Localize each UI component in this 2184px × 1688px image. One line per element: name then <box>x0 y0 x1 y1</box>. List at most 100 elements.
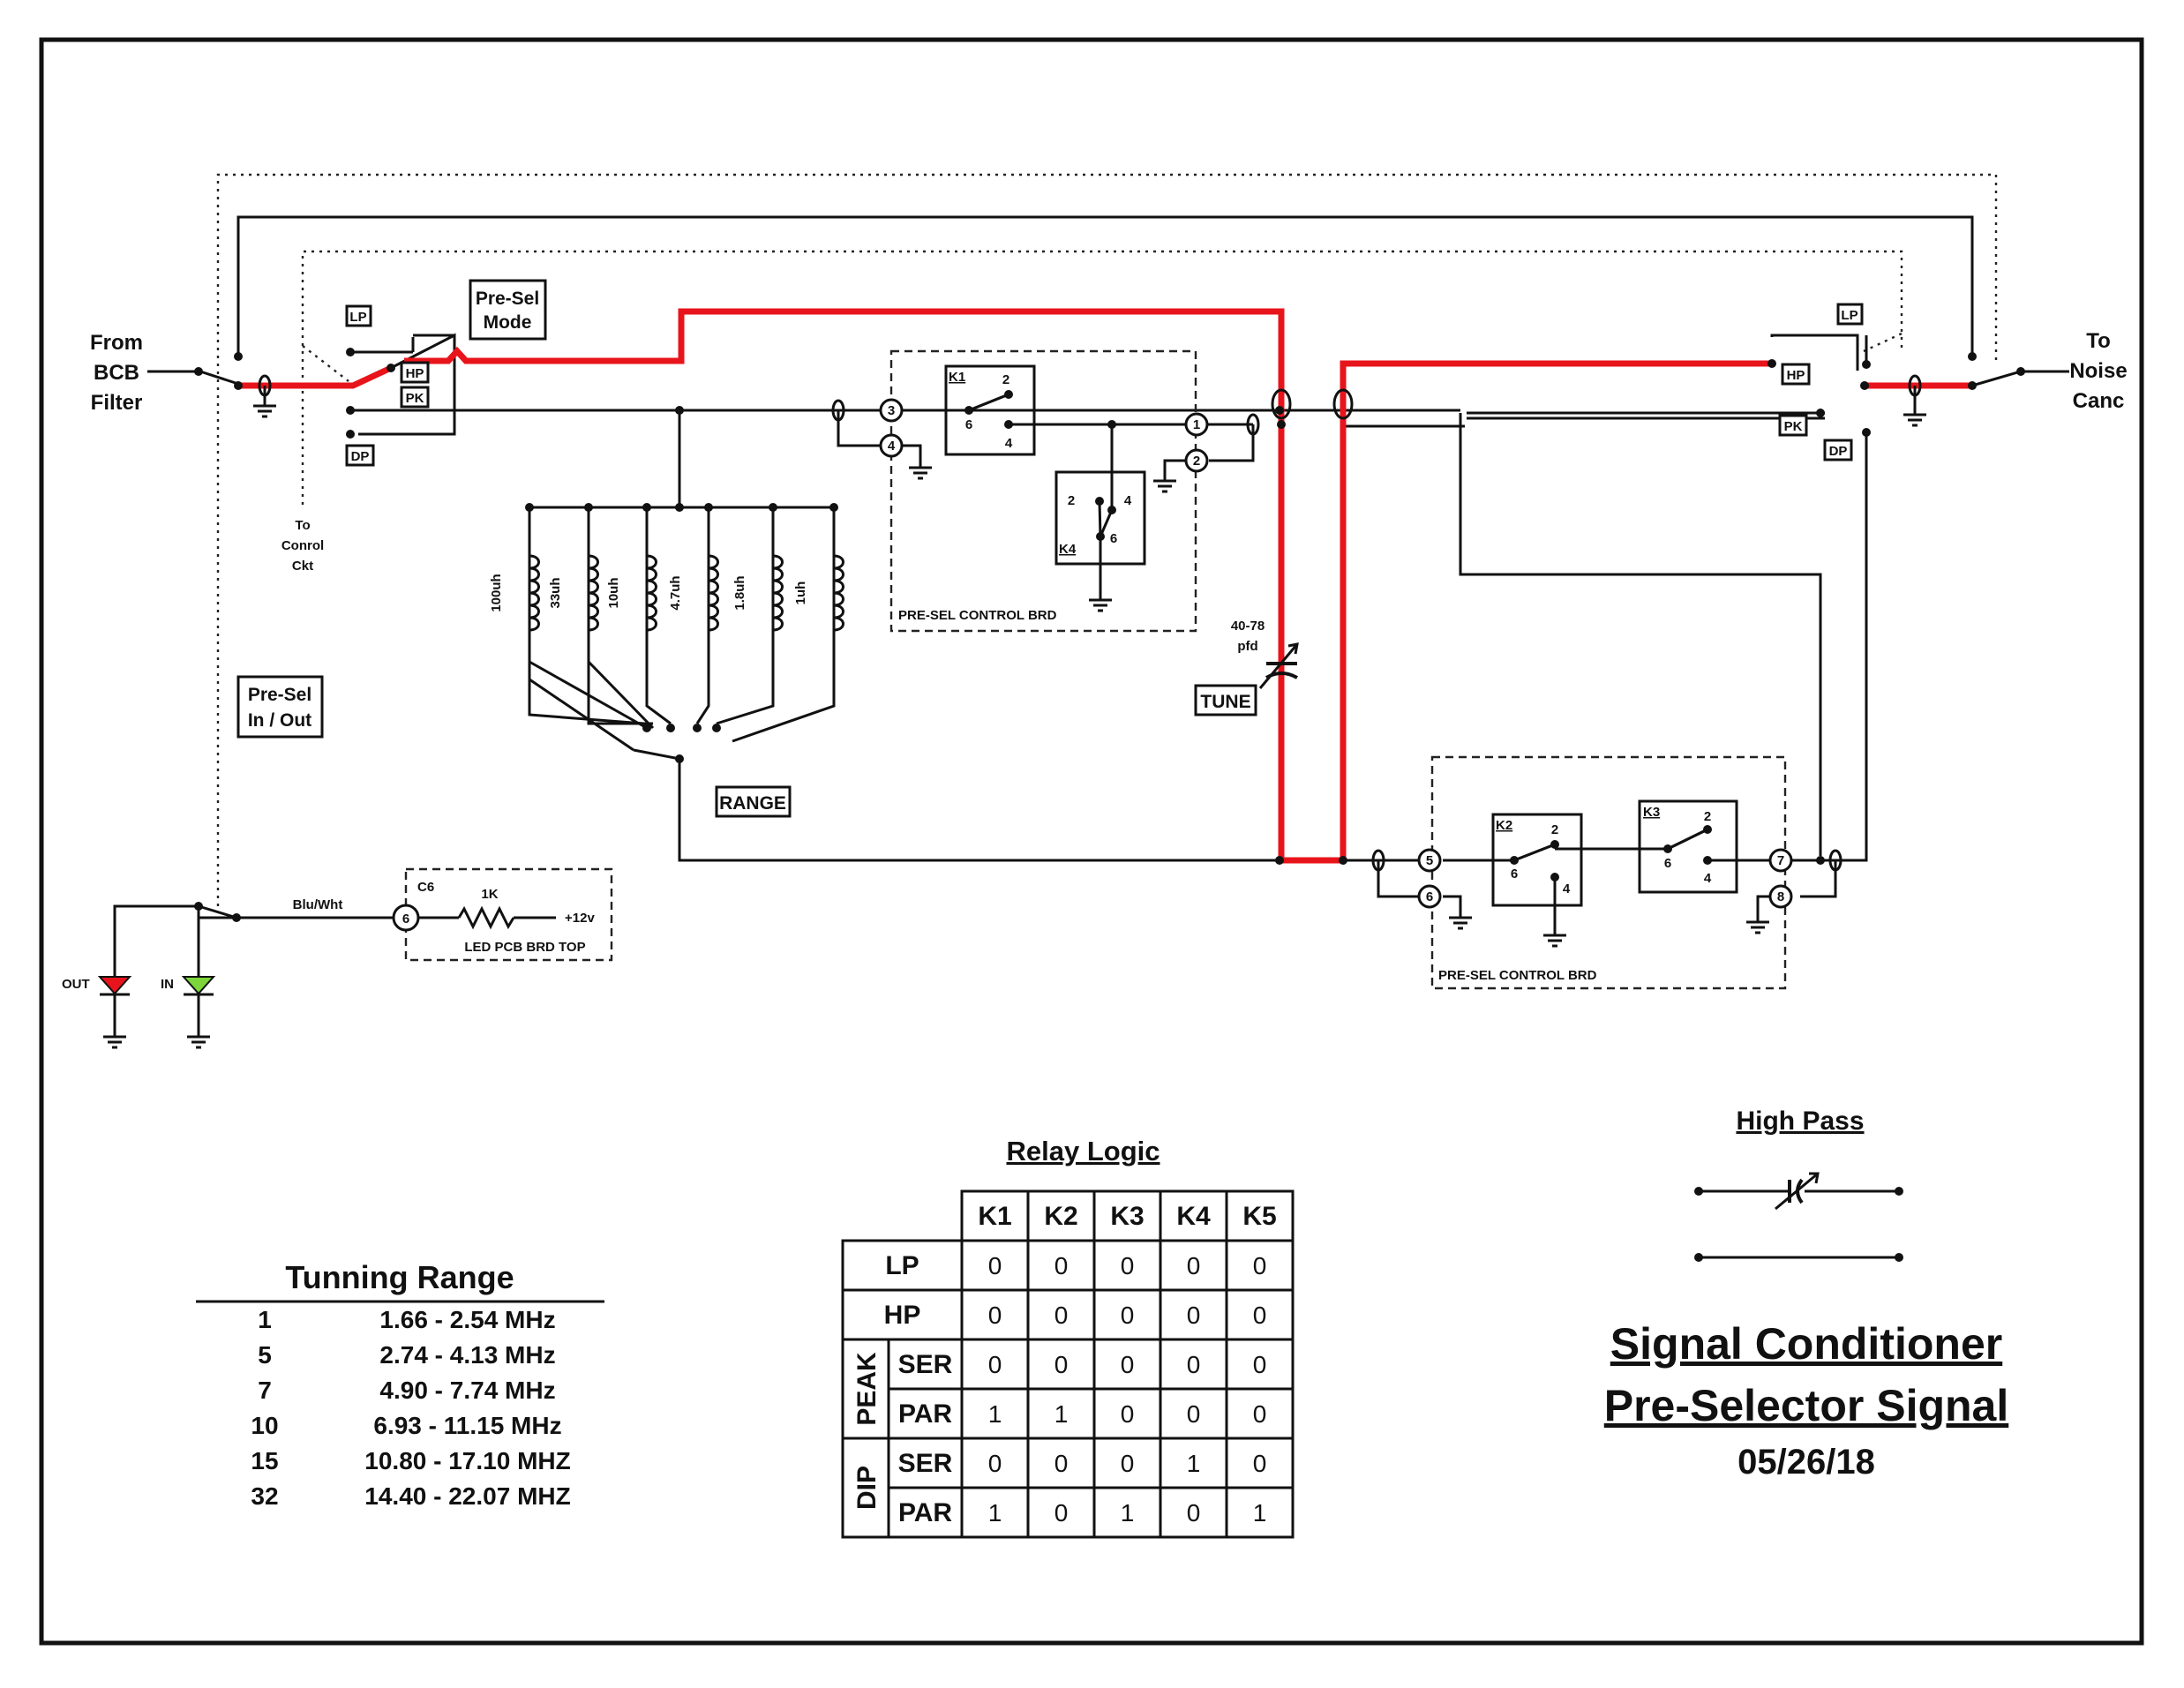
tuning-position: 32 <box>251 1482 278 1510</box>
supply-label: +12v <box>565 911 595 926</box>
relay-labels: K1 2 6 4 K4 2 4 6 K2 2 6 4 K3 2 6 4 <box>949 370 1712 897</box>
tuning-frequency: 14.40 - 22.07 MHZ <box>364 1482 570 1510</box>
tuning-position: 5 <box>258 1341 272 1369</box>
tuning-frequency: 10.80 - 17.10 MHZ <box>364 1447 570 1474</box>
inductor-label: 1uh <box>793 581 808 605</box>
relay-cell: 0 <box>1054 1351 1069 1378</box>
page-border <box>39 37 2144 1646</box>
led-in-label: IN <box>161 977 174 992</box>
svg-text:4: 4 <box>1005 436 1013 451</box>
wires <box>113 215 2069 1028</box>
svg-text:Noise: Noise <box>2069 359 2127 383</box>
relay-cell: 1 <box>1121 1499 1135 1527</box>
led-out-label: OUT <box>62 977 90 992</box>
relay-cell: 1 <box>1253 1499 1267 1527</box>
relay-column-header: K2 <box>1044 1202 1077 1231</box>
relay-logic-title: Relay Logic <box>1007 1136 1160 1167</box>
svg-text:Ckt: Ckt <box>292 559 313 574</box>
tuning-position: 15 <box>251 1447 278 1474</box>
relay-row-label: SER <box>898 1350 953 1379</box>
inductor-label: 100uh <box>489 574 504 611</box>
svg-text:6: 6 <box>1110 531 1117 546</box>
svg-text:4: 4 <box>1704 871 1712 886</box>
pin-label: 3 <box>888 403 895 418</box>
pin-label: 5 <box>1426 853 1433 868</box>
tuning-frequency: 2.74 - 4.13 MHz <box>379 1341 555 1369</box>
relay-cell: 0 <box>1054 1450 1069 1477</box>
pin-label: 6 <box>1426 889 1433 904</box>
relay-cell: 0 <box>1187 1302 1201 1329</box>
relay-cell: 0 <box>1253 1400 1267 1428</box>
c6-label: C6 <box>417 880 434 895</box>
led-board-label: LED PCB BRD TOP <box>464 940 585 955</box>
relay-cell: 0 <box>1121 1252 1135 1279</box>
inductor-label: 1.8uh <box>732 575 747 610</box>
relay-cell: 0 <box>988 1351 1002 1378</box>
relay-cell: 0 <box>1187 1252 1201 1279</box>
relay-cell: 0 <box>1121 1450 1135 1477</box>
svg-text:BCB: BCB <box>94 361 139 385</box>
inductor-label: 4.7uh <box>668 575 683 610</box>
pin-label: 2 <box>1193 454 1200 469</box>
status-leds <box>97 971 216 1024</box>
tuning-position: 1 <box>258 1306 272 1333</box>
tuning-position: 10 <box>251 1412 278 1439</box>
svg-text:HP: HP <box>1787 368 1805 383</box>
title-line-1: Signal Conditioner <box>1610 1319 2002 1369</box>
cap-value-label: 40-78 <box>1231 619 1265 634</box>
svg-text:2: 2 <box>1002 372 1009 387</box>
relay-cell: 0 <box>1253 1302 1267 1329</box>
relay-k2 <box>1491 813 1583 907</box>
inductor-bank <box>528 507 844 706</box>
tuning-range-title: Tunning Range <box>285 1259 514 1295</box>
pin-label: 6 <box>402 912 409 927</box>
pin-label: 7 <box>1777 853 1784 868</box>
coax-shields <box>258 374 1922 872</box>
relay-k1 <box>944 364 1036 456</box>
tuning-capacitor <box>1258 642 1299 689</box>
svg-text:K2: K2 <box>1496 818 1512 833</box>
svg-text:HP: HP <box>406 366 424 381</box>
led-out-icon <box>97 976 132 995</box>
relay-cell: 0 <box>1187 1351 1201 1378</box>
svg-text:Conrol: Conrol <box>281 538 324 553</box>
tuning-frequency: 4.90 - 7.74 MHz <box>379 1377 555 1404</box>
relay-cell: 0 <box>1054 1252 1069 1279</box>
relay-cell: 1 <box>988 1400 1002 1428</box>
svg-text:6: 6 <box>1664 856 1671 871</box>
relay-row-label: PAR <box>898 1498 952 1527</box>
relay-column-header: K3 <box>1110 1202 1144 1231</box>
connector-pins: 3 4 1 2 5 6 7 8 6 <box>392 398 1793 932</box>
relay-column-header: K4 <box>1176 1202 1211 1231</box>
svg-text:DP: DP <box>1829 444 1848 459</box>
led-in-icon <box>181 976 216 995</box>
to-control-label: To <box>295 518 310 533</box>
function-boxes: Pre-Sel Mode Pre-Sel In / Out RANGE TUNE <box>236 279 1257 818</box>
svg-text:6: 6 <box>1511 867 1518 882</box>
ground-stubs <box>263 386 1917 909</box>
relay-cell: 0 <box>1187 1400 1201 1428</box>
high-pass-legend: High Pass <box>1694 1107 1903 1262</box>
relay-group-label: DIP <box>852 1466 882 1510</box>
svg-text:K3: K3 <box>1643 805 1660 820</box>
relay-cell: 0 <box>988 1252 1002 1279</box>
svg-text:PK: PK <box>406 391 424 406</box>
relay-cell: 0 <box>988 1302 1002 1329</box>
pre-sel-in-out-label: Pre-Sel <box>248 685 311 705</box>
svg-text:DP: DP <box>351 449 370 464</box>
relay-cell: 0 <box>1187 1499 1201 1527</box>
tuning-position: 7 <box>258 1377 272 1404</box>
svg-text:Canc: Canc <box>2073 389 2125 413</box>
tune-label: TUNE <box>1200 692 1250 712</box>
tuning-frequency: 1.66 - 2.54 MHz <box>379 1306 555 1333</box>
text-labels: From BCB Filter To Noise Canc To Conrol … <box>62 329 2128 992</box>
relay-column-header: K1 <box>978 1202 1011 1231</box>
wire-color-label: Blu/Wht <box>293 897 343 912</box>
relay-cell: 0 <box>1054 1302 1069 1329</box>
svg-text:Mode: Mode <box>484 312 532 333</box>
relay-cell: 1 <box>988 1499 1002 1527</box>
control-board-label: PRE-SEL CONTROL BRD <box>898 608 1057 623</box>
control-board-label: PRE-SEL CONTROL BRD <box>1438 968 1597 983</box>
svg-text:LP: LP <box>1841 308 1858 323</box>
title-date: 05/26/18 <box>1737 1443 1875 1482</box>
